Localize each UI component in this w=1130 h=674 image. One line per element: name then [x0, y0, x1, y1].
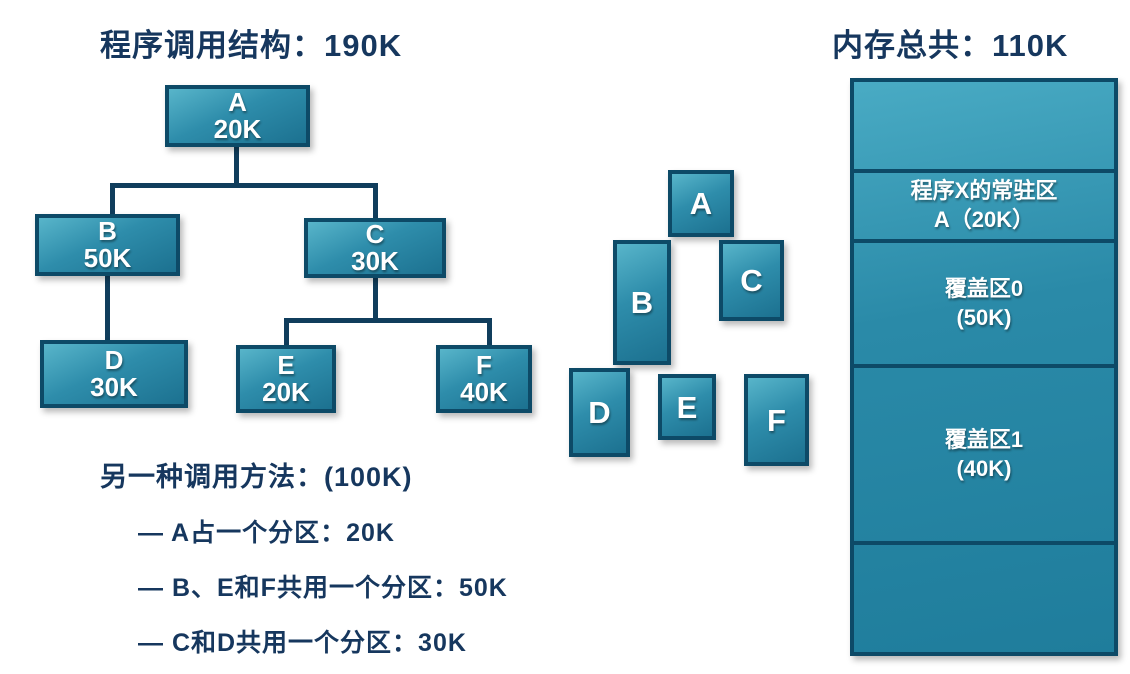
notes-heading: 另一种调用方法：(100K) [100, 462, 413, 492]
notes-block: 另一种调用方法：(100K) — A占一个分区：20K — B、E和F共用一个分… [100, 455, 508, 659]
tree-node-e-name: E [277, 349, 295, 380]
memory-segment-overlay0-line1: 覆盖区0 [944, 275, 1024, 301]
tree-connector-b-to-d [105, 276, 110, 340]
overlay-block-a: A [668, 170, 734, 237]
tree-node-b-size: 50K [83, 243, 132, 273]
memory-segment-resident: 程序X的常驻区 A（20K） [854, 169, 1114, 239]
memory-segment-overlay1: 覆盖区1 (40K) [854, 364, 1114, 541]
tree-connector-ef-horizontal [284, 318, 492, 323]
tree-connector-a-down [234, 147, 239, 185]
tree-node-b: B 50K [35, 214, 180, 276]
overlay-block-d-label: D [588, 395, 611, 430]
tree-connector-to-f [487, 318, 492, 345]
tree-node-f-size: 40K [460, 377, 508, 407]
overlay-block-d: D [569, 368, 630, 457]
tree-node-c-size: 30K [351, 246, 399, 276]
tree-node-d-name: D [104, 344, 124, 375]
overlay-block-e: E [658, 374, 716, 440]
overlay-block-c: C [719, 240, 784, 321]
memory-segment-empty-bottom [854, 541, 1114, 652]
tree-node-c-name: C [365, 218, 385, 249]
tree-node-a-name: A [228, 86, 247, 117]
note-item-a-partition: — A占一个分区：20K [138, 519, 395, 547]
tree-node-e: E 20K [236, 345, 336, 413]
tree-connector-to-e [284, 318, 289, 345]
overlay-block-c-label: C [740, 263, 763, 298]
tree-node-f-name: F [476, 349, 492, 380]
overlay-block-f-label: F [767, 402, 786, 438]
memory-total-title: 内存总共：110K [832, 28, 1069, 63]
tree-node-b-name: B [98, 215, 117, 246]
tree-node-d: D 30K [40, 340, 188, 408]
memory-segment-overlay0-line2: (50K) [956, 304, 1012, 330]
tree-node-d-size: 30K [90, 372, 138, 402]
overlay-block-f: F [744, 374, 809, 466]
memory-segment-overlay1-line1: 覆盖区1 [944, 426, 1024, 452]
memory-bar: 程序X的常驻区 A（20K） 覆盖区0 (50K) 覆盖区1 (40K) [850, 78, 1118, 656]
overlay-block-e-label: E [676, 389, 698, 425]
tree-node-f: F 40K [436, 345, 532, 413]
memory-segment-overlay0: 覆盖区0 (50K) [854, 239, 1114, 364]
tree-connector-to-b [110, 183, 115, 214]
memory-segment-resident-line1: 程序X的常驻区 [910, 178, 1058, 204]
memory-segment-resident-line2: A（20K） [933, 207, 1035, 232]
tree-connector-bc-horizontal [110, 183, 378, 188]
overlay-block-b: B [613, 240, 671, 365]
overlay-block-a-label: A [689, 186, 713, 221]
tree-node-a: A 20K [165, 85, 310, 147]
tree-node-a-size: 20K [213, 114, 262, 144]
tree-connector-c-down [373, 278, 378, 320]
call-structure-title: 程序调用结构：190K [100, 28, 403, 63]
memory-segment-empty-top [854, 82, 1114, 169]
memory-segment-overlay1-line2: (40K) [956, 455, 1012, 481]
tree-node-e-size: 20K [262, 377, 310, 407]
tree-connector-to-c [373, 183, 378, 218]
tree-node-c: C 30K [304, 218, 446, 278]
note-item-bef-partition: — B、E和F共用一个分区：50K [138, 574, 508, 602]
overlay-block-b-label: B [630, 285, 654, 320]
note-item-cd-partition: — C和D共用一个分区：30K [138, 629, 467, 657]
